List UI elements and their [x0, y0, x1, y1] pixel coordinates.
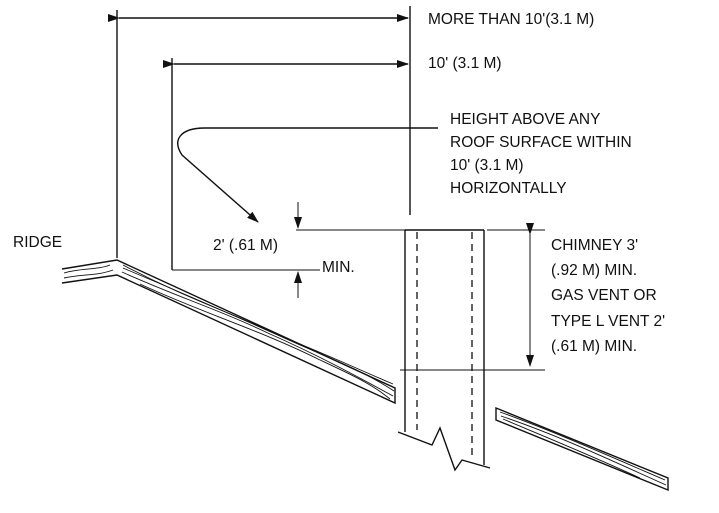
more-than-label: MORE THAN 10'(3.1 M) — [428, 11, 594, 28]
leader-arrow-icon — [177, 127, 438, 223]
ten-ft-dimension — [163, 58, 409, 270]
two-ft-label: 2' (.61 M) — [213, 237, 278, 254]
left-roof-section — [61, 259, 396, 405]
two-ft-dimension — [172, 202, 412, 298]
min-label: MIN. — [322, 259, 355, 276]
chimney-height-dimension — [400, 223, 545, 371]
height-note: HEIGHT ABOVE ANY ROOF SURFACE WITHIN 10'… — [450, 111, 636, 197]
chimney-note: CHIMNEY 3' (.92 M) MIN. GAS VENT OR TYPE… — [551, 237, 669, 355]
right-roof-section — [495, 406, 669, 492]
chimney — [397, 229, 491, 472]
break-line-icon — [397, 426, 491, 472]
ten-ft-label: 10' (3.1 M) — [428, 55, 502, 72]
more-than-dimension — [108, 6, 411, 258]
ridge-label: RIDGE — [13, 234, 62, 251]
